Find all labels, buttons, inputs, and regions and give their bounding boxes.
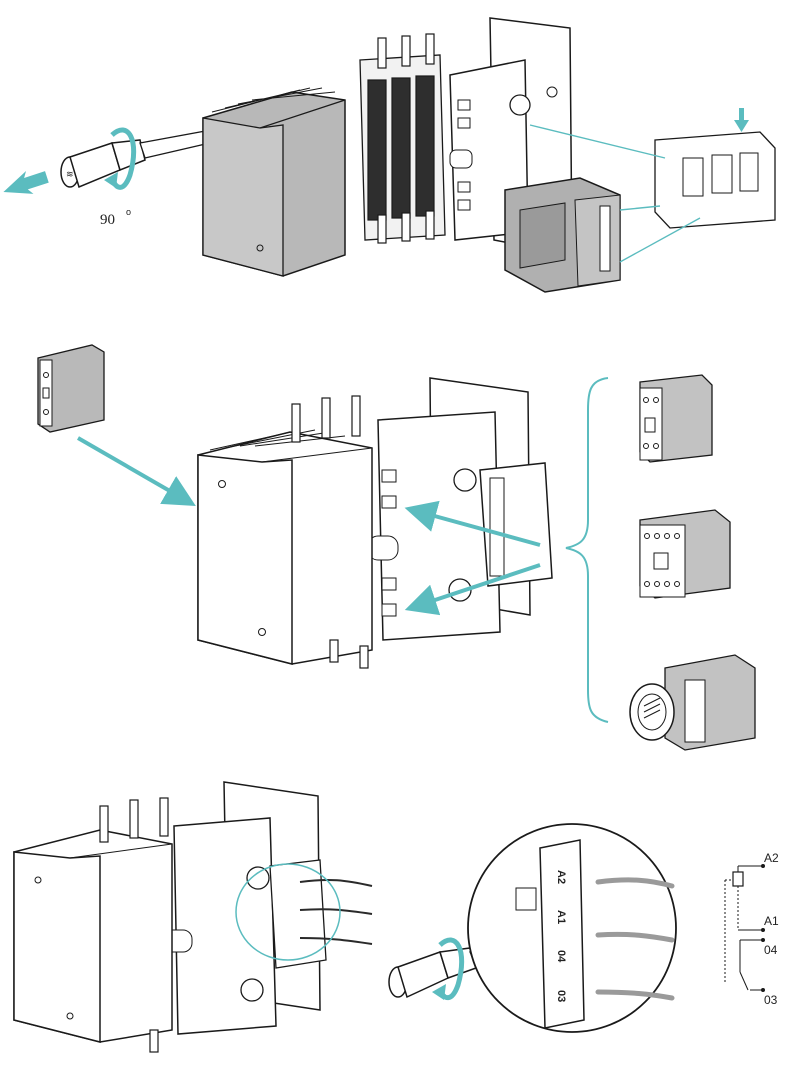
contact-bridge-assembly	[359, 33, 446, 244]
terminal-mark-04: 04	[555, 950, 567, 963]
contactor-wired	[13, 781, 373, 1053]
down-arrow-icon	[734, 108, 749, 132]
contactor-assembled	[197, 377, 531, 669]
terminal-label-a1: A1	[764, 914, 779, 928]
panel-bottom-wiring: A2 A1 04 03 A2 A1 04 03	[13, 781, 779, 1053]
rotation-arrow-icon	[104, 127, 137, 190]
degree-symbol: o	[126, 207, 131, 217]
insert-arrow-upper	[404, 500, 541, 547]
arc-chute-cover	[202, 87, 346, 277]
options-brace	[565, 377, 609, 723]
terminal-label-04: 04	[764, 943, 778, 957]
rotation-angle-label: 90	[100, 212, 115, 228]
panel-middle-accessory-mounting	[37, 344, 756, 751]
push-arrow-icon	[3, 171, 49, 194]
auxiliary-contact-block	[654, 131, 776, 229]
coil-module	[504, 177, 621, 293]
terminal-label-a2: A2	[764, 851, 779, 865]
coil-symbol	[732, 871, 744, 887]
terminal-mark-03: 03	[555, 990, 567, 1002]
insert-arrow-lower	[404, 563, 541, 616]
alignment-lines	[529, 124, 701, 263]
side-auxiliary-block	[37, 344, 105, 433]
mount-arrow	[77, 436, 196, 506]
wiring-symbol: A2 A1 04 03	[724, 851, 779, 1007]
terminal-zoom-circle: A2 A1 04 03	[467, 823, 677, 1033]
front-auxiliary-block	[479, 462, 553, 587]
svg-text:≋: ≋	[66, 169, 74, 179]
panel-top-disassembly: ≋ 90 o	[3, 17, 776, 293]
terminal-mark-a1: A1	[555, 910, 567, 924]
option-aux-block-2-contacts	[639, 374, 713, 463]
option-aux-block-4-contacts	[639, 509, 731, 599]
zoom-highlight-circle	[235, 863, 341, 961]
option-timer-block	[629, 654, 756, 751]
terminal-label-03: 03	[764, 993, 778, 1007]
terminal-mark-a2: A2	[555, 870, 567, 884]
